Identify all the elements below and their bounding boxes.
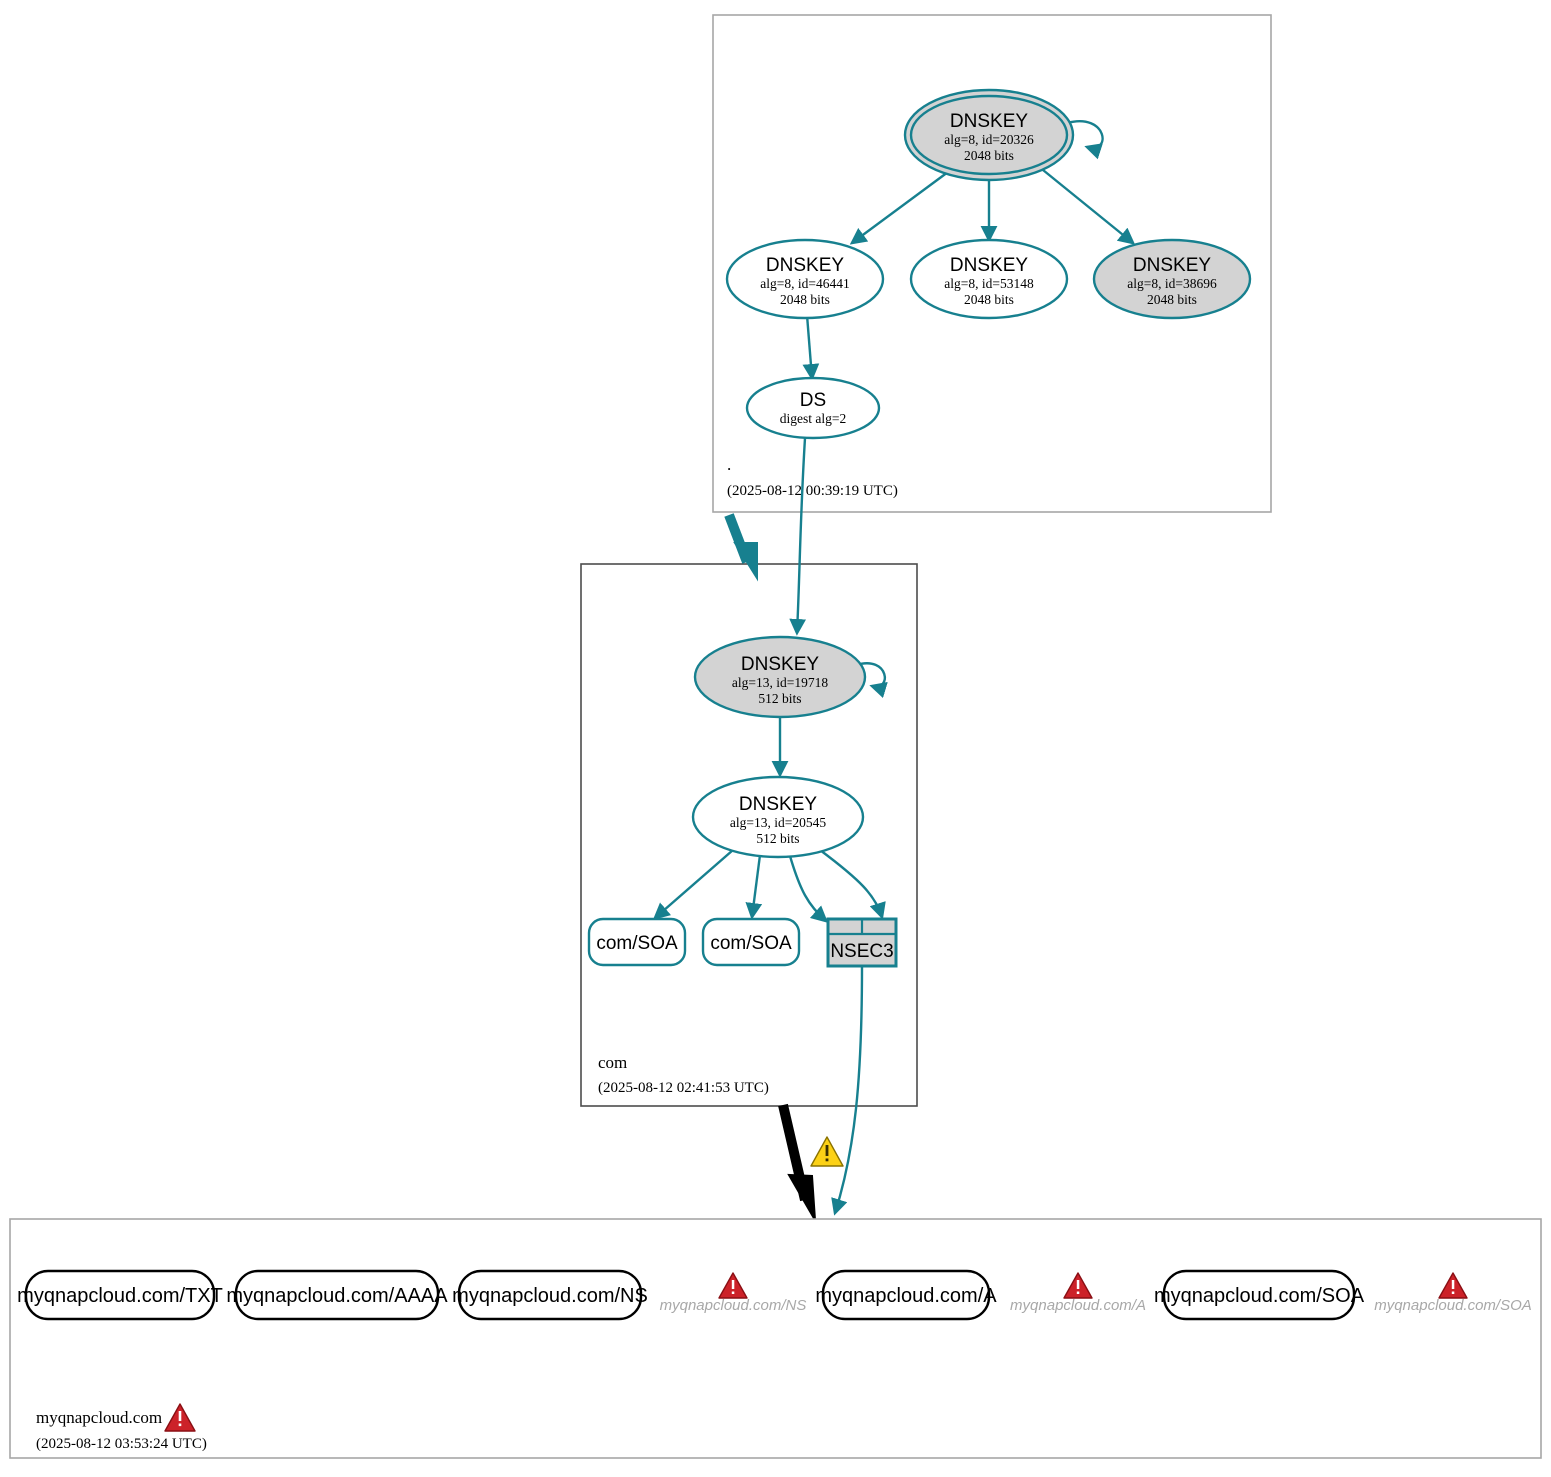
dnskey-20545-ellipse <box>691 775 865 859</box>
com-edges <box>652 662 888 923</box>
dnskey-19718-title: DNSKEY <box>741 654 819 675</box>
dnskey-20545-title: DNSKEY <box>739 794 817 815</box>
node-rr-a[interactable]: myqnapcloud.com/A <box>815 1269 997 1321</box>
dnskey-20326-title: DNSKEY <box>950 111 1028 132</box>
node-dnskey-20326[interactable]: DNSKEY alg=8, id=20326 2048 bits <box>903 88 1075 182</box>
edge-20545-to-nsec3-cell1 <box>788 855 829 923</box>
dnskey-38696-title: DNSKEY <box>1133 255 1211 276</box>
zone-root-timestamp: (2025-08-12 00:39:19 UTC) <box>727 483 898 499</box>
node-rr-txt[interactable]: myqnapcloud.com/TXT <box>17 1269 223 1321</box>
nsec3-label: NSEC3 <box>830 941 893 962</box>
edge-com-to-leaf-delegation <box>778 1103 816 1221</box>
dnskey-53148-bits: 2048 bits <box>964 292 1014 307</box>
dnskey-20326-bits: 2048 bits <box>964 148 1014 163</box>
dnskey-20326-inner-ellipse <box>909 94 1069 176</box>
rr-soa-box <box>1162 1269 1356 1321</box>
rr-soa-error-triangle-icon <box>1438 1272 1468 1299</box>
dnskey-38696-alg: alg=8, id=38696 <box>1127 276 1217 291</box>
zone-com-label: com <box>598 1053 627 1072</box>
ds-root-ellipse <box>745 376 881 440</box>
com-soa-2-label: com/SOA <box>710 933 792 954</box>
edge-20545-to-soa2 <box>745 854 763 920</box>
rr-txt-label: myqnapcloud.com/TXT <box>17 1285 223 1307</box>
node-ds-root[interactable]: DS digest alg=2 <box>745 376 881 440</box>
rr-soa-label: myqnapcloud.com/SOA <box>1154 1285 1365 1307</box>
dnskey-20326-alg: alg=8, id=20326 <box>944 132 1034 147</box>
node-rr-ns-error[interactable]: myqnapcloud.com/NS <box>660 1272 807 1314</box>
node-rr-aaaa[interactable]: myqnapcloud.com/AAAA <box>226 1269 448 1321</box>
node-dnskey-53148[interactable]: DNSKEY alg=8, id=53148 2048 bits <box>909 238 1069 320</box>
zone-leaf-border <box>9 1218 1542 1459</box>
root-edges <box>802 120 1136 381</box>
zone-leaf-label: myqnapcloud.com <box>36 1408 162 1427</box>
dnskey-19718-ellipse <box>693 635 867 719</box>
rr-a-error-triangle-icon <box>1063 1272 1093 1299</box>
ds-root-title: DS <box>800 390 826 411</box>
dnskey-53148-ellipse <box>909 238 1069 320</box>
node-rr-soa-error[interactable]: myqnapcloud.com/SOA <box>1374 1272 1532 1314</box>
edge-ds-to-dnskey19718 <box>789 437 807 636</box>
dnskey-46441-ellipse <box>725 238 885 320</box>
edge-20326-to-46441 <box>849 171 949 245</box>
com-soa-2-box <box>701 917 801 967</box>
rr-ns-error-triangle-icon <box>718 1272 748 1299</box>
edge-20545-to-soa1 <box>652 849 734 920</box>
edge-46441-to-ds <box>802 314 820 381</box>
node-rr-soa[interactable]: myqnapcloud.com/SOA <box>1154 1269 1365 1321</box>
dnskey-38696-ellipse <box>1092 238 1252 320</box>
edge-dnskey20326-self <box>1066 120 1104 160</box>
com-soa-1-box <box>587 917 687 967</box>
node-nsec3-com[interactable]: NSEC3 <box>826 917 898 968</box>
rr-a-label: myqnapcloud.com/A <box>815 1285 997 1307</box>
rr-txt-box <box>24 1269 216 1321</box>
rr-ns-error-label: myqnapcloud.com/NS <box>660 1297 807 1314</box>
node-dnskey-38696[interactable]: DNSKEY alg=8, id=38696 2048 bits <box>1092 238 1252 320</box>
com-soa-1-label: com/SOA <box>596 933 678 954</box>
dnskey-20545-bits: 512 bits <box>756 831 799 846</box>
node-dnskey-46441[interactable]: DNSKEY alg=8, id=46441 2048 bits <box>725 238 885 320</box>
node-dnskey-20545[interactable]: DNSKEY alg=13, id=20545 512 bits <box>691 775 865 859</box>
dnskey-19718-alg: alg=13, id=19718 <box>732 675 828 690</box>
dnskey-46441-title: DNSKEY <box>766 255 844 276</box>
zone-root-label: . <box>727 455 731 474</box>
rr-a-box <box>821 1269 991 1321</box>
dnskey-46441-alg: alg=8, id=46441 <box>760 276 849 291</box>
dnskey-46441-bits: 2048 bits <box>780 292 830 307</box>
zone-myqnapcloud: myqnapcloud.com (2025-08-12 03:53:24 UTC… <box>9 1218 1542 1459</box>
node-rr-a-error[interactable]: myqnapcloud.com/A <box>1010 1272 1146 1314</box>
rr-ns-box <box>457 1269 643 1321</box>
node-com-soa-1[interactable]: com/SOA <box>587 917 687 967</box>
rr-ns-label: myqnapcloud.com/NS <box>452 1285 648 1307</box>
dnskey-20545-alg: alg=13, id=20545 <box>730 815 826 830</box>
edge-nsec3-to-leaf <box>831 965 864 1216</box>
edge-20326-to-38696 <box>1042 169 1136 245</box>
rr-aaaa-label: myqnapcloud.com/AAAA <box>226 1285 448 1307</box>
rr-aaaa-box <box>234 1269 440 1321</box>
dnskey-53148-title: DNSKEY <box>950 255 1028 276</box>
dnskey-38696-bits: 2048 bits <box>1147 292 1197 307</box>
zone-leaf-error-triangle-icon <box>164 1403 196 1432</box>
node-rr-ns[interactable]: myqnapcloud.com/NS <box>452 1269 648 1321</box>
edge-root-to-com-delegation <box>724 513 758 582</box>
dnskey-19718-bits: 512 bits <box>758 691 801 706</box>
node-com-soa-2[interactable]: com/SOA <box>701 917 801 967</box>
zone-leaf-timestamp: (2025-08-12 03:53:24 UTC) <box>36 1436 207 1452</box>
ds-root-digest: digest alg=2 <box>780 411 846 426</box>
warning-triangle-icon <box>810 1136 844 1167</box>
edge-dnskey19718-self <box>855 662 888 699</box>
edge-20545-to-nsec3-cell2 <box>819 849 886 920</box>
rr-a-error-label: myqnapcloud.com/A <box>1010 1297 1146 1314</box>
zone-com-timestamp: (2025-08-12 02:41:53 UTC) <box>598 1080 769 1096</box>
rr-soa-error-label: myqnapcloud.com/SOA <box>1374 1297 1532 1314</box>
dnskey-53148-alg: alg=8, id=53148 <box>944 276 1034 291</box>
node-dnskey-19718[interactable]: DNSKEY alg=13, id=19718 512 bits <box>693 635 867 719</box>
